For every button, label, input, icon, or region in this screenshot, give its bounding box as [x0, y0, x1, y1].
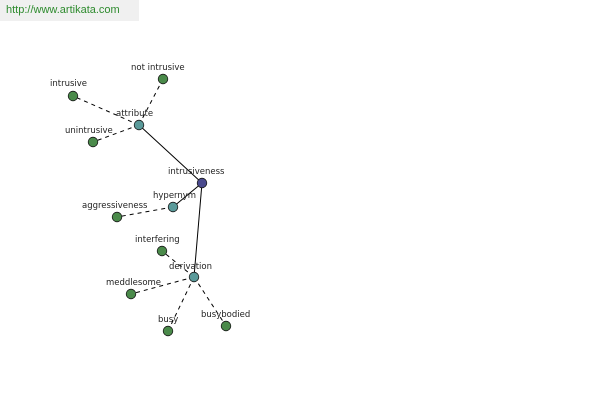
edge-derivation-to-busybodied [193, 276, 227, 327]
word-node-aggressiveness[interactable] [111, 211, 123, 223]
word-node-busybodied[interactable] [220, 320, 232, 332]
word-label-intrusive: intrusive [50, 79, 87, 89]
relation-node-derivation[interactable] [188, 271, 200, 283]
word-node-meddlesome[interactable] [125, 288, 137, 300]
edge-attribute-to-not-intrusive [138, 78, 164, 126]
word-label-meddlesome: meddlesome [106, 278, 161, 288]
edge-center-to-attribute [138, 124, 203, 184]
edge-hypernym-to-aggressiveness [116, 206, 174, 218]
word-label-aggressiveness: aggressiveness [82, 201, 148, 211]
relation-label-hypernym: hypernym [153, 191, 196, 201]
relation-node-hypernym[interactable] [167, 201, 179, 213]
graph-labels: intrusiveness attribute intrusive not intru… [50, 63, 250, 325]
word-node-unintrusive[interactable] [87, 136, 99, 148]
relation-label-attribute: attribute [116, 109, 153, 119]
edge-attribute-to-unintrusive [92, 124, 140, 143]
site-url-link[interactable]: http://www.artikata.com [0, 0, 139, 21]
relation-label-derivation: derivation [169, 262, 212, 272]
center-label-intrusiveness: intrusiveness [168, 167, 225, 177]
word-label-busybodied: busybodied [201, 310, 250, 320]
edge-derivation-to-busy [167, 276, 195, 332]
edge-center-to-hypernym [172, 182, 203, 208]
graph-nodes [67, 73, 232, 337]
word-label-interfering: interfering [135, 235, 180, 245]
edge-center-to-derivation [193, 182, 203, 278]
relation-node-attribute[interactable] [133, 119, 145, 131]
word-node-busy[interactable] [162, 325, 174, 337]
word-node-not-intrusive[interactable] [157, 73, 169, 85]
node-intrusiveness[interactable] [196, 177, 208, 189]
graph-edges [72, 78, 227, 332]
word-node-intrusive[interactable] [67, 90, 79, 102]
edge-derivation-to-interfering [161, 250, 195, 278]
word-label-not-intrusive: not intrusive [131, 63, 185, 73]
word-label-unintrusive: unintrusive [65, 126, 113, 136]
edge-derivation-to-meddlesome [130, 276, 195, 295]
word-label-busy: busy [158, 315, 178, 325]
word-node-interfering[interactable] [156, 245, 168, 257]
